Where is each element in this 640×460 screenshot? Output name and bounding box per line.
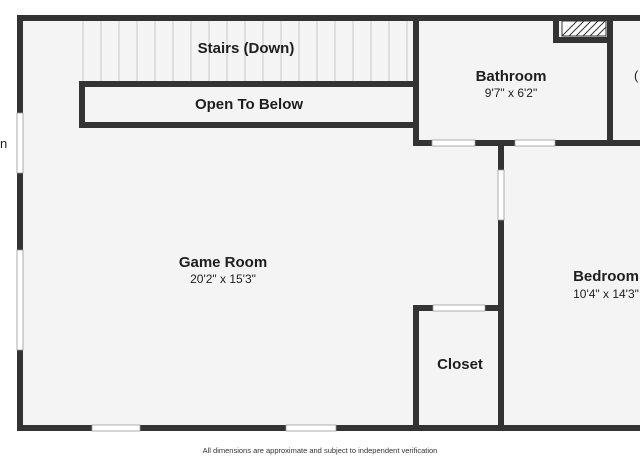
left-cutoff-label: n <box>0 136 7 151</box>
bedroom-label: Bedroom <box>573 268 639 285</box>
bedroom-dimensions: 10'4" x 14'3" <box>573 287 639 301</box>
game-room-label: Game Room <box>179 254 267 271</box>
floor-main <box>20 18 640 428</box>
closet-label: Closet <box>437 356 483 373</box>
bathroom-label: Bathroom <box>476 68 547 85</box>
open-to-below-label: Open To Below <box>195 96 303 113</box>
stairs-label: Stairs (Down) <box>198 40 295 57</box>
disclaimer-footer: All dimensions are approximate and subje… <box>202 446 438 455</box>
windows <box>16 112 556 432</box>
stairs-treads <box>100 20 408 81</box>
vent-hatch <box>561 20 607 37</box>
right-cutoff-label: ( <box>634 68 639 83</box>
bathroom-dimensions: 9'7" x 6'2" <box>485 86 537 100</box>
game-room-dimensions: 20'2" x 15'3" <box>190 272 256 286</box>
